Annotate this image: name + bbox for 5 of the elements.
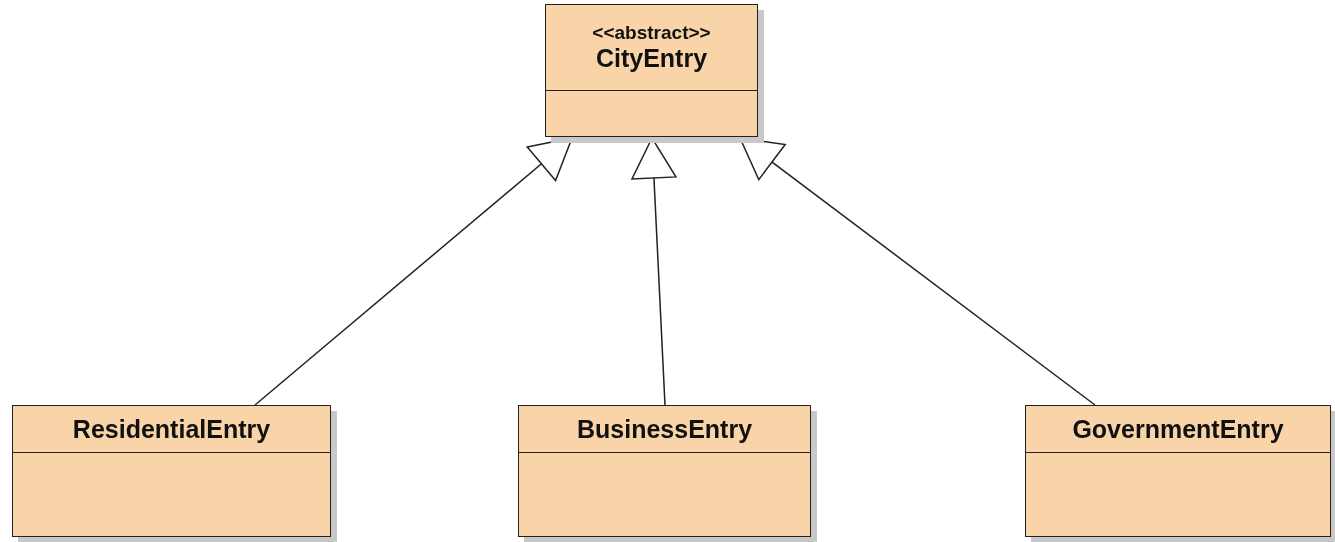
class-name: BusinessEntry bbox=[576, 414, 753, 444]
class-name: CityEntry bbox=[595, 44, 708, 73]
stereotype-label: <<abstract>> bbox=[592, 22, 711, 44]
class-name: ResidentialEntry bbox=[72, 414, 271, 444]
class-name: GovernmentEntry bbox=[1072, 414, 1284, 444]
